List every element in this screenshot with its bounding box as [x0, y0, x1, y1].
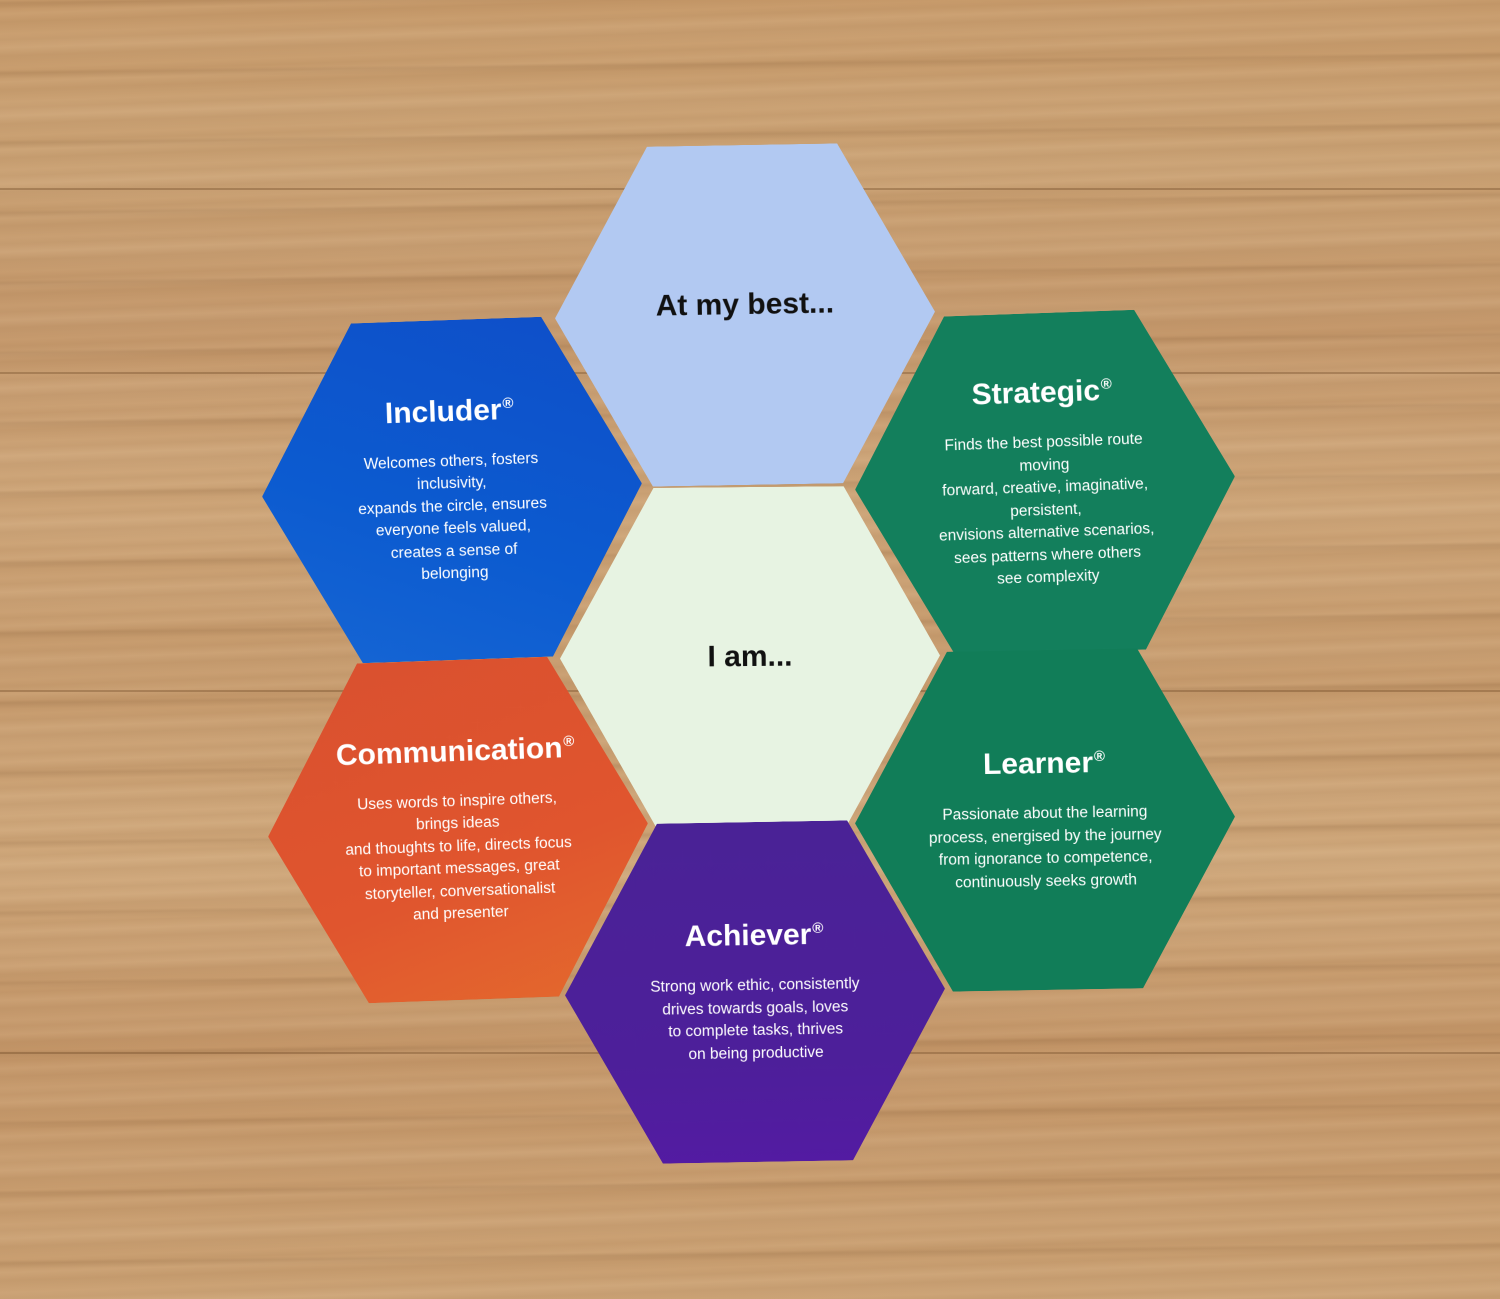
card-title-text: Communication	[335, 730, 564, 772]
registered-mark: ®	[562, 732, 575, 750]
registered-mark: ®	[812, 919, 824, 937]
card-title-text: Includer	[384, 392, 503, 430]
card-title-text: Strategic	[971, 374, 1101, 412]
card-title: Achiever®	[684, 918, 823, 954]
card-title: Strategic®	[971, 374, 1113, 413]
card-description: Strong work ethic, consistently drives t…	[650, 975, 860, 1063]
card-title: Communication®	[335, 730, 575, 772]
card-prompt: At my best...	[655, 286, 835, 323]
card-description: Welcomes others, fosters inclusivity, ex…	[357, 449, 548, 584]
card-title-text: Learner	[982, 746, 1094, 782]
card-description: Finds the best possible route moving for…	[938, 430, 1155, 588]
registered-mark: ®	[1093, 747, 1106, 766]
card-title: Learner®	[983, 746, 1106, 782]
card-prompt: I am...	[707, 639, 793, 674]
card-description: Uses words to inspire others, brings ide…	[345, 789, 573, 924]
registered-mark: ®	[1100, 375, 1113, 394]
card-title: Includer®	[384, 392, 514, 430]
registered-mark: ®	[502, 394, 514, 412]
card-title-text: Achiever	[684, 918, 812, 954]
card-description: Passionate about the learning process, e…	[928, 803, 1162, 892]
